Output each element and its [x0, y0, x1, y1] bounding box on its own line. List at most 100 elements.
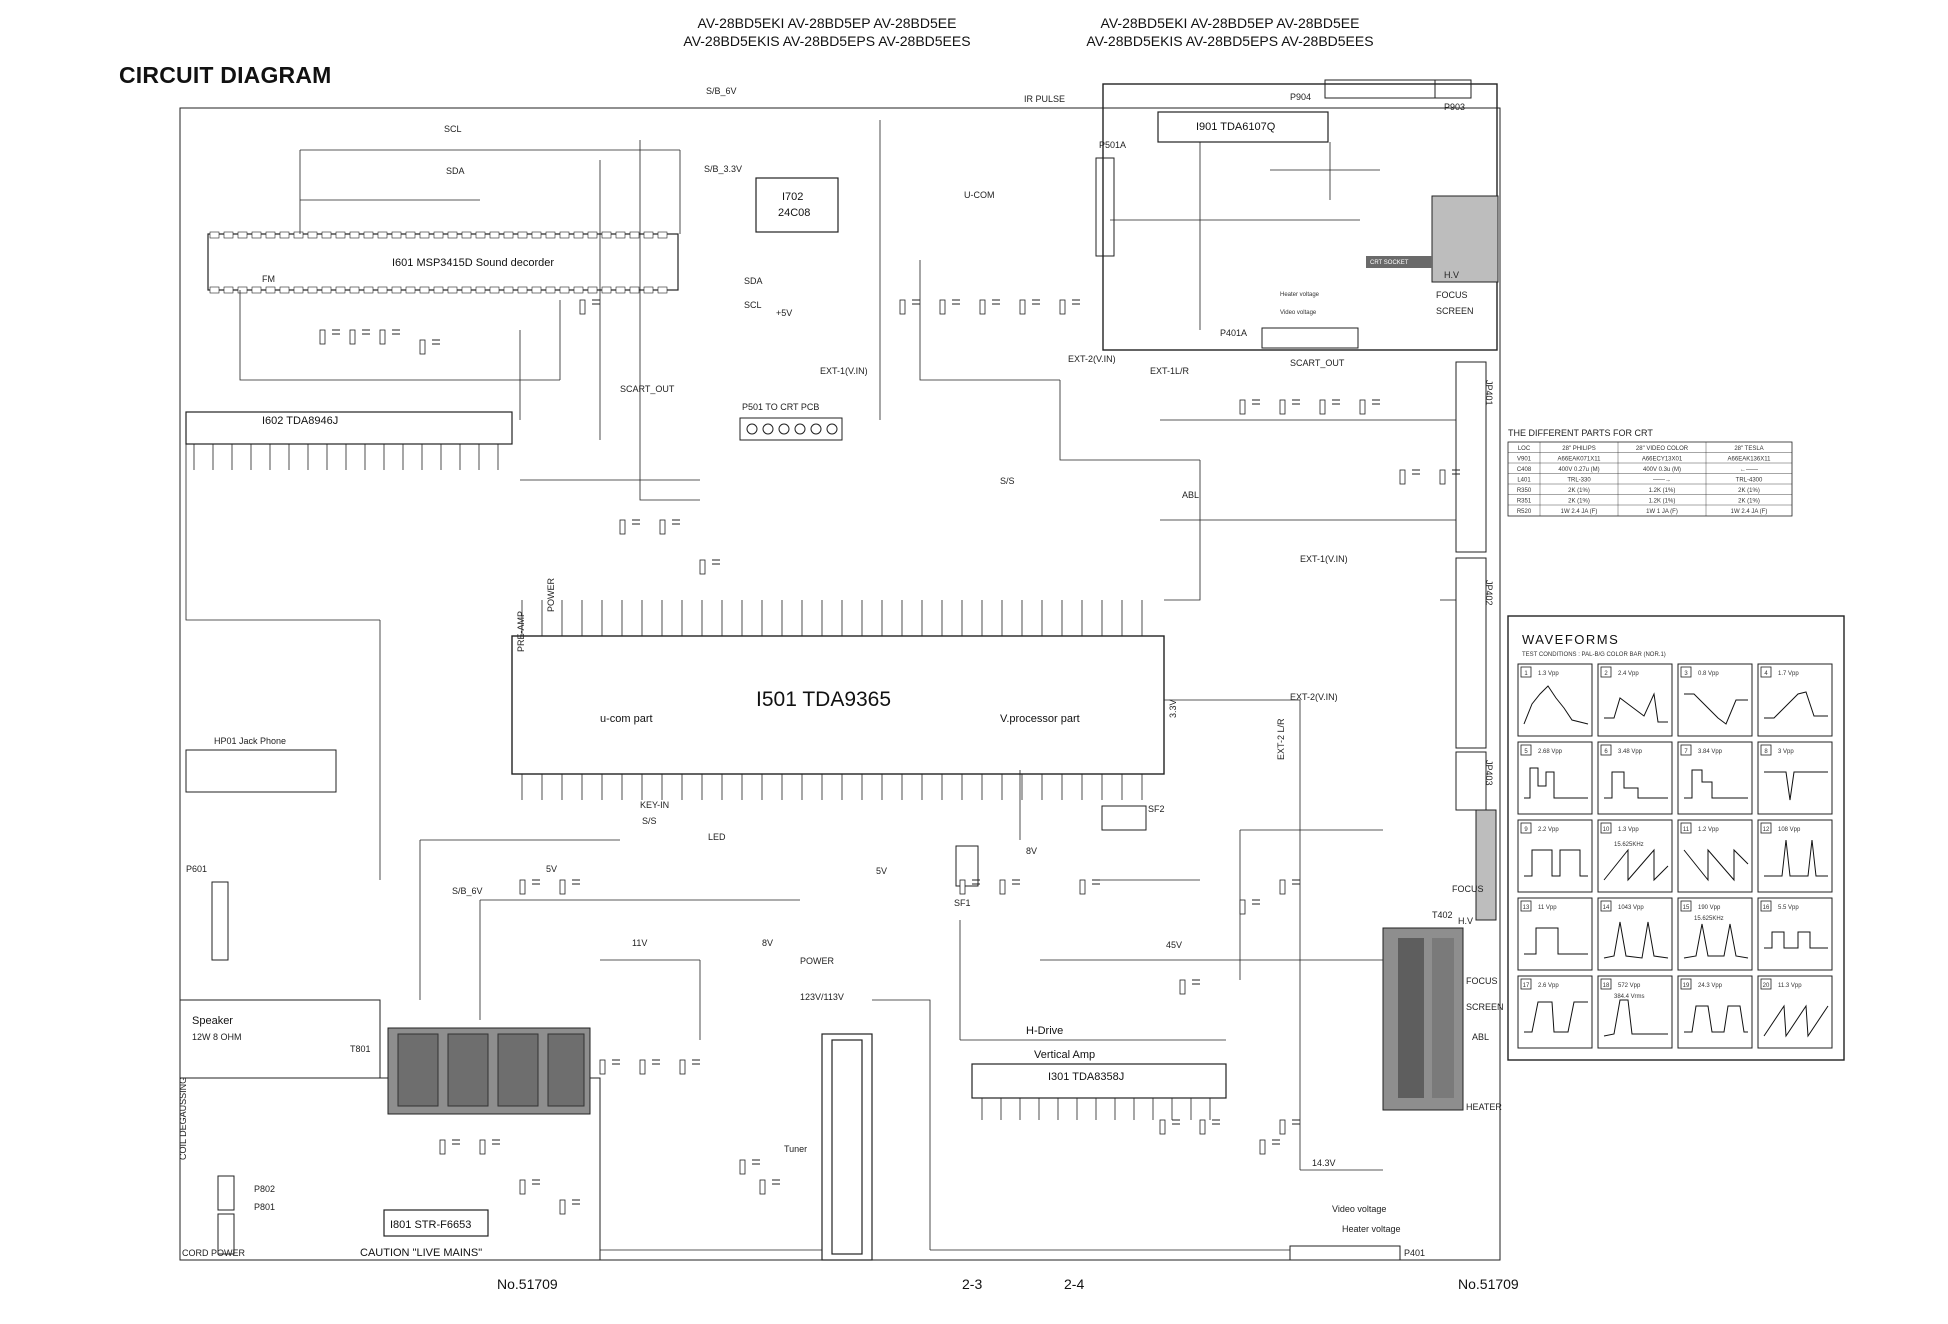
- waveform-trace: [1524, 849, 1588, 877]
- resistor: [1319, 399, 1326, 415]
- ic-pin: [349, 286, 360, 294]
- ic-i301: I301 TDA8358J: [971, 1063, 1227, 1099]
- ic-pin: [307, 231, 318, 239]
- waveform-number-box: [1520, 744, 1532, 756]
- ic-pin: [293, 286, 304, 294]
- waveform-number-box: [1760, 978, 1772, 990]
- ic-pin: [433, 231, 444, 239]
- ic-pin: [587, 231, 598, 239]
- table-cell: 1W 2.4 JA (F): [1731, 509, 1768, 515]
- waveform-freq: 15.625KHz: [1694, 916, 1724, 922]
- ic-pin: [587, 286, 598, 294]
- table-cell: 2K (1%): [1568, 488, 1590, 494]
- ic-pin: [321, 231, 332, 239]
- waveform-frame: [1517, 741, 1593, 815]
- waveform-frame: [1597, 819, 1673, 893]
- scart-jp403: JP403: [1455, 751, 1494, 811]
- model-list-right: AV-28BD5EKI AV-28BD5EP AV-28BD5EE AV-28B…: [1065, 14, 1395, 50]
- waveform-number-box: [1600, 978, 1612, 990]
- waveforms-conditions: TEST CONDITIONS : PAL-B/G COLOR BAR (NOR…: [1522, 652, 1666, 658]
- ic-pin: [475, 286, 486, 294]
- waveform-number-box: [1680, 978, 1692, 990]
- doc-number-left: No.51709: [497, 1276, 558, 1292]
- table-cell: 1W 2.4 JA (F): [1561, 509, 1598, 515]
- wire: [872, 999, 931, 1250]
- v5b-label-2: 5V: [876, 866, 887, 876]
- waveform-number-box: [1600, 822, 1612, 834]
- ic-pin: [615, 286, 626, 294]
- caution-label: CAUTION "LIVE MAINS": [360, 1247, 482, 1259]
- waveform-number: 5: [1524, 749, 1528, 755]
- waveform-trace: [1684, 1005, 1748, 1033]
- ext1lr-label: EXT-1L/R: [1150, 366, 1190, 376]
- preamp-label: PRE-AMP: [516, 611, 526, 652]
- ic-pin: [447, 286, 458, 294]
- crt-socket: CRT SOCKET: [1366, 195, 1499, 283]
- scart-out-label-2: SCART_OUT: [620, 384, 675, 394]
- v8-label: 8V: [762, 938, 773, 948]
- wire: [919, 260, 1060, 381]
- v143-label: 14.3V: [1312, 1158, 1336, 1168]
- ic-pin: [377, 286, 388, 294]
- connector-p501: P501 TO CRT PCB: [739, 402, 843, 441]
- resistor: [1279, 879, 1286, 895]
- resistor: [559, 879, 566, 895]
- ic-pin: [363, 231, 374, 239]
- hv-label-crt: H.V: [1444, 270, 1459, 280]
- ic-i601: I601 MSP3415D Sound decorder FM: [207, 231, 679, 294]
- resistor: [1279, 1119, 1286, 1135]
- ic-pin: [657, 286, 668, 294]
- resistor: [479, 1139, 486, 1155]
- connector-pin: [794, 423, 806, 435]
- t801-label: T801: [350, 1044, 371, 1054]
- scart-jp401: JP401: [1455, 361, 1494, 553]
- ic-pin: [405, 231, 416, 239]
- scl-label-2: SCL: [744, 300, 762, 310]
- resistor: [639, 1059, 646, 1075]
- ic-pin: [223, 286, 234, 294]
- t402-label: T402: [1432, 910, 1453, 920]
- waveform-trace: [1603, 999, 1668, 1037]
- resistor: [379, 329, 386, 345]
- crt-socket-label: CRT SOCKET: [1370, 260, 1409, 266]
- resistor: [1279, 399, 1286, 415]
- waveform-number: 19: [1683, 983, 1690, 989]
- connector-p601: P601: [186, 864, 229, 961]
- ic-i801: I801 STR-F6653: [383, 1209, 489, 1237]
- table-cell: 1.2K (1%): [1649, 499, 1676, 505]
- model-line: AV-28BD5EKIS AV-28BD5EPS AV-28BD5EES: [683, 33, 971, 49]
- resistor: [1259, 1139, 1266, 1155]
- p501a-label: P501A: [1099, 140, 1126, 150]
- ic-pin: [419, 231, 430, 239]
- ic-pin: [209, 231, 220, 239]
- p904-label: P904: [1290, 92, 1311, 102]
- resistor: [1359, 399, 1366, 415]
- waveform-number: 3: [1684, 671, 1688, 677]
- resistor: [1179, 979, 1186, 995]
- key-in-label: KEY-IN: [640, 800, 669, 810]
- waveform-number-box: [1760, 744, 1772, 756]
- table-cell: 2K (1%): [1738, 499, 1760, 505]
- waveform-amplitude: 1043 Vpp: [1618, 905, 1644, 911]
- ic-pin: [279, 231, 290, 239]
- resistor: [939, 299, 946, 315]
- ic-pin: [279, 286, 290, 294]
- schematic-border: [179, 107, 1501, 1261]
- waveform-number: 4: [1764, 671, 1768, 677]
- sf2-label: SF2: [1148, 804, 1165, 814]
- ic-i602-label: I602 TDA8946J: [262, 415, 338, 427]
- waveform-number: 1: [1524, 671, 1528, 677]
- focus-label: FOCUS: [1452, 884, 1484, 894]
- table-cell: L401: [1517, 478, 1531, 484]
- connector-pin: [810, 423, 822, 435]
- ic-pin: [503, 231, 514, 239]
- waveform-frame: [1677, 975, 1753, 1049]
- p501-label: P501 TO CRT PCB: [742, 402, 819, 412]
